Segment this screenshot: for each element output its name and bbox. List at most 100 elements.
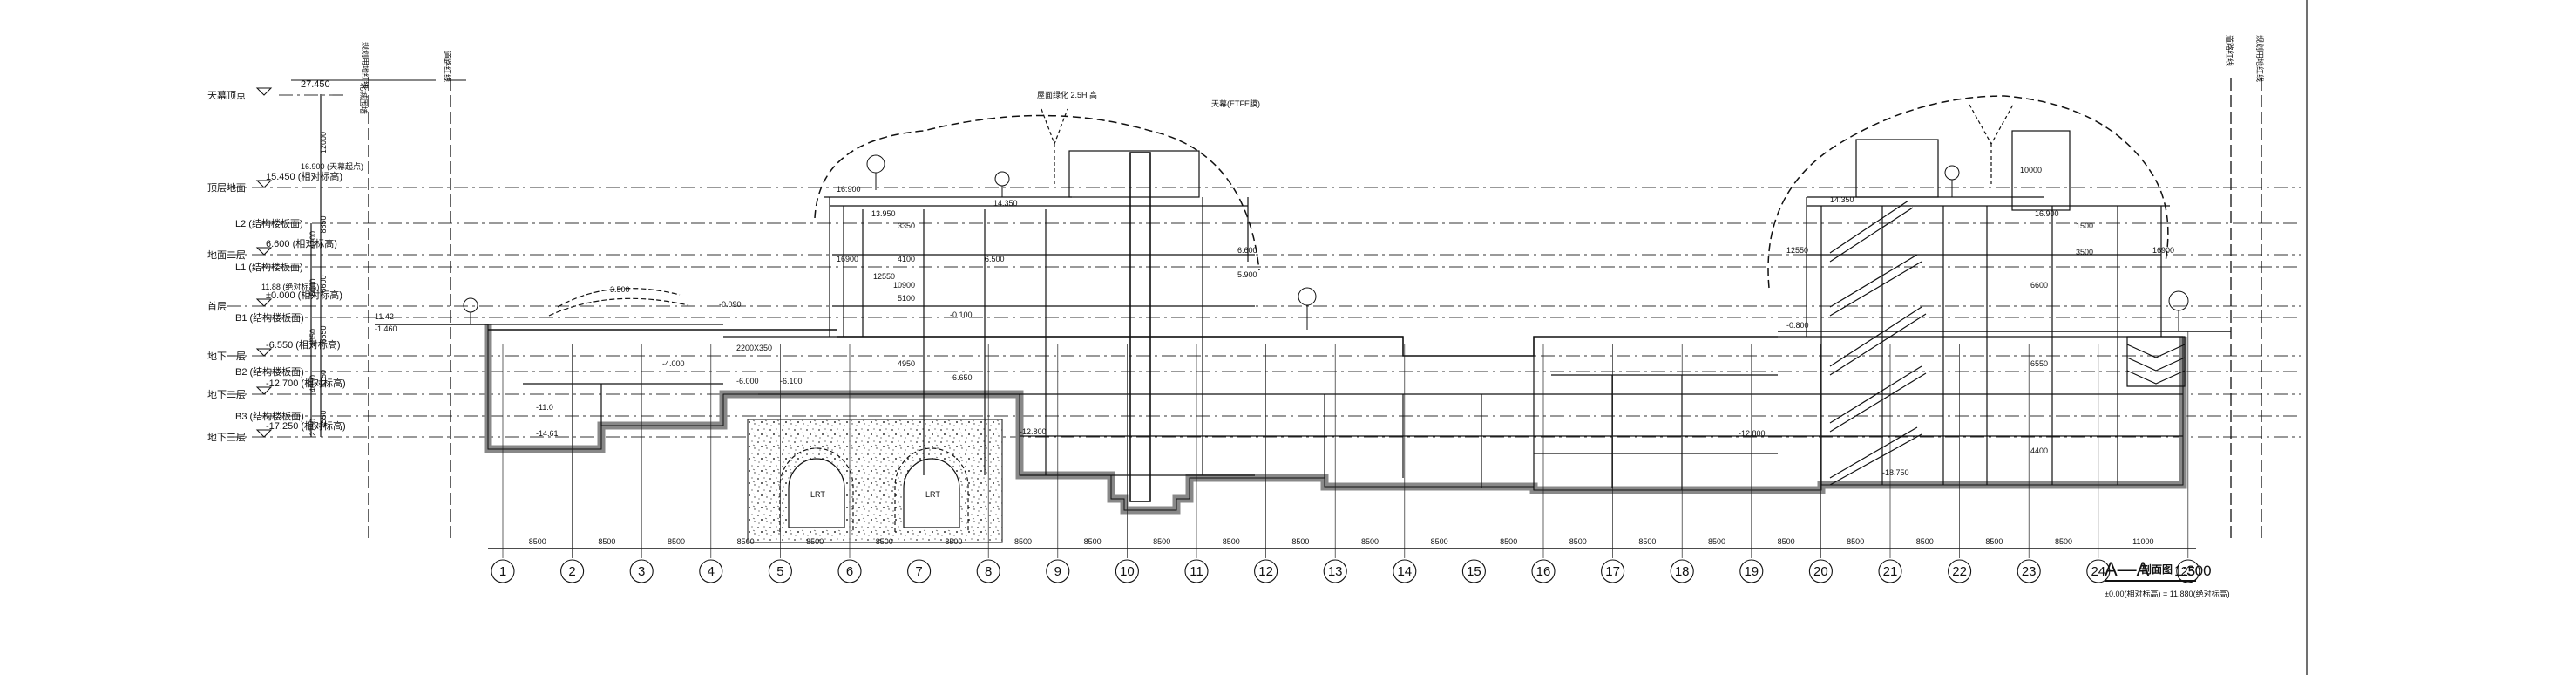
level-name: B1 (结构楼板面): [235, 311, 304, 324]
annotation-label: -14.61: [536, 429, 559, 438]
axis-bubble: [1739, 559, 1764, 583]
annotations: 16.90013.95014.3506.5006.6005.900-0.100-…: [375, 90, 2174, 499]
level-elevation: -17.250 (相对标高): [266, 419, 346, 432]
axis-bubble: [1323, 559, 1347, 583]
level-elevation: 27.450: [301, 79, 330, 90]
annotation-label: 11.42: [375, 312, 394, 321]
axis-bubble: [2086, 559, 2111, 583]
escalators: [1829, 200, 1927, 486]
axis-bubble: [907, 559, 932, 583]
axis-spacing: 8500: [1569, 537, 1587, 546]
level-name: L1 (结构楼板面): [235, 261, 303, 273]
level-name: B2 (结构楼板面): [235, 365, 304, 378]
elevation-marker: [255, 386, 273, 395]
level-elevation: ±0.000 (相对标高): [266, 289, 342, 301]
axis-number: 15: [1467, 564, 1481, 579]
annotation-label: 3500: [2076, 248, 2093, 256]
annotation-label: LRT: [810, 490, 825, 499]
axis-spacing: 8500: [1291, 537, 1309, 546]
axis-bubble: [1670, 559, 1694, 583]
level-name: 顶层地面: [207, 182, 246, 194]
annotation-label: 16.900: [2035, 209, 2059, 218]
annotation-label: LRT: [925, 490, 940, 499]
axis-number: 21: [1883, 564, 1898, 579]
lrt-tunnel-left: [779, 447, 854, 532]
annotation-label: -6.000: [736, 377, 759, 385]
vertical-dimension: 4550: [319, 410, 328, 427]
axis-bubble: [1601, 559, 1625, 583]
elevation-marker: [255, 348, 273, 357]
axis-bubble: [1393, 559, 1417, 583]
annotation-label: -1.460: [375, 324, 397, 333]
annotation-label: 14.350: [1830, 195, 1854, 204]
axis-spacing: 8500: [737, 537, 755, 546]
elevation-marker: [255, 247, 273, 256]
axis-spacing: 8500: [668, 537, 685, 546]
axis-spacing: 8500: [1985, 537, 2003, 546]
lrt-tunnel-ground-block: [747, 419, 1003, 543]
level-elevation: -6.550 (相对标高): [266, 338, 341, 351]
axis-spacing: 8500: [1361, 537, 1379, 546]
axis-bubble: [976, 559, 1000, 583]
annotation-label: 3.500: [610, 285, 630, 294]
annotation-label: 14.350: [993, 199, 1018, 208]
vertical-dimension: 6550: [319, 325, 328, 343]
axis-spacing: 8500: [1500, 537, 1517, 546]
axis-number: 19: [1744, 564, 1759, 579]
vertical-dimension: 4050: [308, 375, 317, 392]
level-name: 首层: [207, 300, 227, 312]
vertical-dimension: 8850: [319, 215, 328, 233]
left-red-line-label-1: 规划用地红线: [361, 42, 370, 89]
section-title: A—A: [2105, 558, 2150, 580]
right-red-line-label-2: 规划用地红线: [2255, 35, 2265, 82]
rooftop-box: [1068, 150, 1200, 198]
axis-spacing: 8500: [1084, 537, 1102, 546]
axis-number: 2: [568, 564, 575, 579]
axis-number: 20: [1813, 564, 1828, 579]
level-name: B3 (结构楼板面): [235, 410, 304, 422]
axis-number: 11: [1190, 564, 1203, 579]
axis-bubble: [1808, 559, 1833, 583]
axis-number: 6: [846, 564, 853, 579]
vertical-core-shaft: [1129, 152, 1151, 502]
vertical-dimension-line: [310, 94, 322, 437]
title-block: A—A 剖面图 1:300 ±0.00(相对标高) = 11.880(绝对标高): [2105, 558, 2230, 598]
annotation-label: 1500: [2076, 222, 2093, 230]
axis-spacing: 8500: [1153, 537, 1170, 546]
skylight-support-left: [1041, 108, 1068, 188]
rooftop-box-2: [2011, 130, 2071, 211]
axis-bubble: [629, 559, 654, 583]
axis-number: 10: [1120, 564, 1135, 579]
axis-bubble: [2176, 559, 2200, 583]
annotation-label: 16.900: [837, 185, 861, 194]
axis-spacing: 8500: [1916, 537, 1934, 546]
ground-line: [375, 324, 2231, 357]
datum-note: ±0.00(相对标高) = 11.880(绝对标高): [2105, 589, 2230, 598]
axis-spacing: 8500: [945, 537, 962, 546]
level-name: 地下三层: [207, 432, 246, 443]
vertical-dimension: 4200: [308, 231, 317, 249]
annotation-label: 6600: [2030, 281, 2048, 290]
axis-bubble: [2017, 559, 2041, 583]
annotation-label: 13.950: [871, 209, 896, 218]
axis-bubble: [1461, 559, 1486, 583]
axis-spacing: 8500: [1223, 537, 1240, 546]
section-title-name: 剖面图: [2141, 562, 2173, 576]
axis-spacing: 8500: [806, 537, 824, 546]
axis-number: 12: [1258, 564, 1273, 579]
level-name: 地下一层: [207, 351, 246, 362]
axis-bubble: [1531, 559, 1556, 583]
axis-bubble: [1184, 559, 1209, 583]
axis-number: 14: [1397, 564, 1412, 579]
axis-bubble: [1115, 559, 1139, 583]
axis-bubble: [768, 559, 792, 583]
axis-spacing: 8500: [2055, 537, 2072, 546]
annotation-label: 4950: [898, 359, 915, 368]
axis-spacing: 8500: [1014, 537, 1032, 546]
skylight-support-right: [1969, 104, 2014, 188]
axis-number: 22: [1952, 564, 1967, 579]
axis-spacing: 8500: [1847, 537, 1864, 546]
annotation-label: -0.090: [719, 300, 742, 309]
axis-bubble: [1046, 559, 1070, 583]
annotation-label: 4100: [898, 255, 915, 263]
